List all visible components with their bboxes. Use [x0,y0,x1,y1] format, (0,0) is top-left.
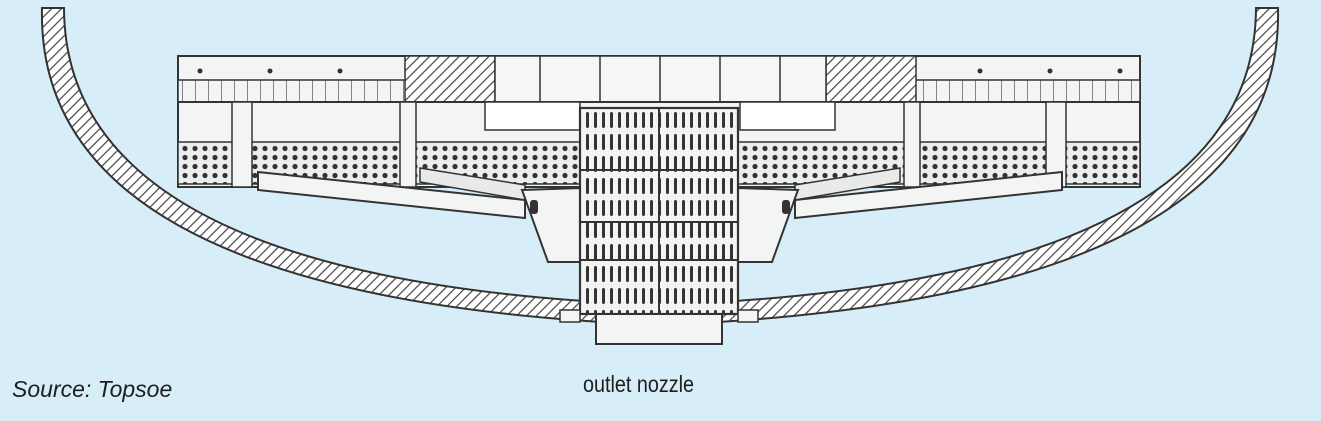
vessel-wall [40,7,1280,327]
source-caption: Source: Topsoe [12,376,173,402]
outlet-nozzle-label: outlet nozzle [583,371,695,397]
reactor-bottom-diagram [40,7,1280,345]
support-beams [257,167,1063,263]
outlet-collector [559,106,759,345]
